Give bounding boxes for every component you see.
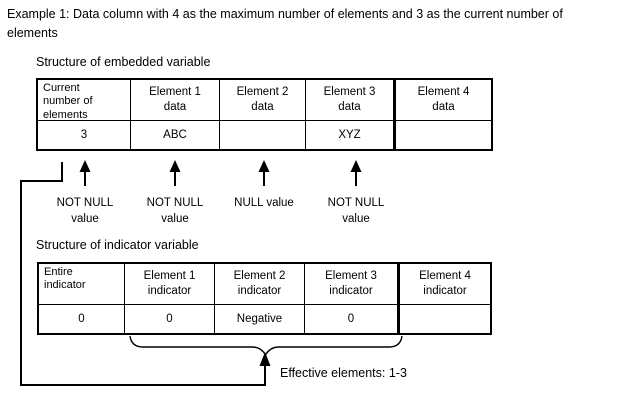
indicator-header-element2: Element 2 indicator [215, 264, 305, 305]
indicator-value-element1: 0 [125, 305, 215, 333]
indicator-header-element1: Element 1 indicator [125, 264, 215, 305]
indicator-table-caption: Structure of indicator variable [36, 238, 199, 252]
effective-elements-brace [129, 335, 403, 357]
value-annotation: NOT NULL value [327, 197, 385, 225]
value-annotation: NOT NULL value [146, 197, 204, 225]
indicator-header-element4: Element 4 indicator [400, 264, 490, 305]
embedded-header-element4: Element 4 data [396, 80, 491, 121]
embedded-value-element1: ABC [131, 121, 220, 149]
embedded-header-element1: Element 1 data [131, 80, 220, 121]
embedded-value-current-count: 3 [38, 121, 131, 149]
value-annotation: NULL value [234, 197, 294, 209]
up-arrow-icon [258, 160, 270, 186]
effective-elements-label: Effective elements: 1-3 [280, 366, 407, 380]
indicator-value-element2: Negative [215, 305, 305, 333]
indicator-header-entire: Entire indicator [39, 264, 125, 305]
indicator-value-element3: 0 [305, 305, 400, 333]
brace-arrow-icon [259, 352, 271, 366]
indicator-variable-table: Entire indicator Element 1 indicator Ele… [37, 262, 492, 335]
embedded-value-element2 [220, 121, 306, 149]
value-annotation: NOT NULL value [56, 197, 114, 225]
indicator-value-element4 [400, 305, 490, 333]
up-arrow-icon [350, 160, 362, 186]
indicator-header-element3: Element 3 indicator [305, 264, 400, 305]
figure-title: Example 1: Data column with 4 as the max… [7, 7, 563, 41]
up-arrow-icon [169, 160, 181, 186]
embedded-variable-table: Current number of elements Element 1 dat… [36, 78, 493, 151]
indicator-value-entire: 0 [39, 305, 125, 333]
embedded-header-current-count: Current number of elements [38, 80, 131, 121]
embedded-value-element3: XYZ [306, 121, 396, 149]
embedded-header-element3: Element 3 data [306, 80, 396, 121]
embedded-header-element2: Element 2 data [220, 80, 306, 121]
embedded-value-element4 [396, 121, 491, 149]
up-arrow-icon [79, 160, 91, 186]
embedded-table-caption: Structure of embedded variable [36, 55, 211, 69]
